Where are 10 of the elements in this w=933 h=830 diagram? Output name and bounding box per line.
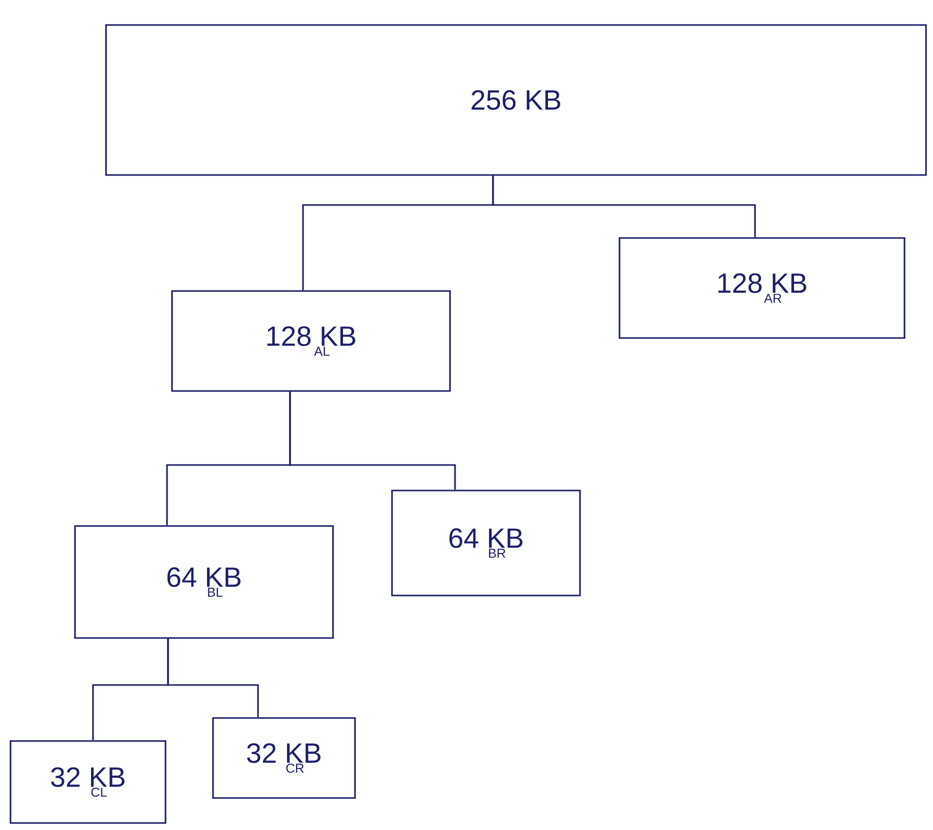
connector-line <box>492 176 756 238</box>
memory-block-box: 64 KB BR <box>391 490 581 596</box>
memory-block-box: 32 KB CL <box>10 740 166 824</box>
memory-block-box: 32 KB CR <box>212 717 356 799</box>
memory-block-box: 64 KB BL <box>74 525 334 639</box>
connector-line <box>167 638 259 718</box>
connector-line <box>289 392 456 490</box>
memory-block-box: 128 KB AR <box>618 237 906 339</box>
memory-block-box: 128 KB AL <box>171 290 451 392</box>
memory-block-box: 256 KB <box>105 24 927 176</box>
